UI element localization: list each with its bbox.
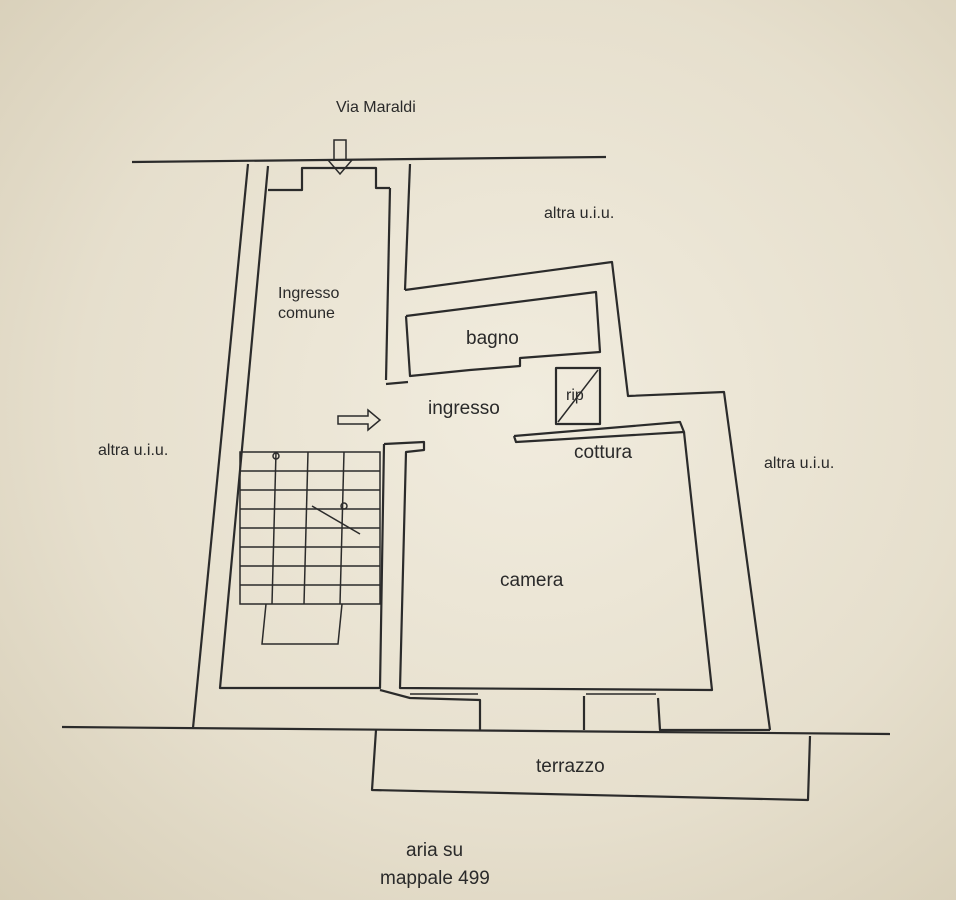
- common-entrance-label-2: comune: [278, 305, 335, 322]
- stairwell-entry-jamb: [268, 166, 390, 192]
- storage-closet: [554, 366, 602, 426]
- stairwell-inner-wall: [218, 165, 386, 690]
- other-unit-top-label: altra u.i.u.: [544, 205, 614, 222]
- other-unit-right-label: altra u.i.u.: [764, 455, 834, 472]
- storage-label: rip: [566, 387, 584, 404]
- stairwell-right-outer-wall: [403, 163, 412, 291]
- terrace-label: terrazzo: [536, 756, 605, 777]
- street-label: Via Maraldi: [336, 99, 416, 116]
- kitchen-label: cottura: [574, 442, 633, 463]
- bathroom-walls: [404, 290, 602, 378]
- street-line: [131, 155, 607, 164]
- bedroom-walls: [383, 431, 714, 692]
- property-line: [61, 725, 891, 736]
- staircase: [239, 451, 381, 645]
- bedroom-lower-left-wall: [379, 688, 482, 730]
- air-label-1: aria su: [406, 840, 463, 861]
- other-unit-left-label: altra u.i.u.: [98, 442, 168, 459]
- terrace-walls: [370, 729, 812, 802]
- stairwell-right-inner-wall: [384, 187, 392, 381]
- apartment-outer-wall: [404, 260, 772, 731]
- apartment-entry-arrow-icon: [337, 408, 382, 432]
- bathroom-label: bagno: [466, 328, 519, 349]
- bedroom-lower-right-wall: [656, 697, 770, 732]
- entrance-label: ingresso: [428, 398, 500, 419]
- common-entrance-label: Ingresso: [278, 285, 339, 302]
- entrance-wall: [385, 380, 409, 386]
- stairwell-outer-left-wall: [191, 163, 250, 729]
- bedroom-label: camera: [500, 570, 564, 591]
- air-label-2: mappale 499: [380, 868, 490, 889]
